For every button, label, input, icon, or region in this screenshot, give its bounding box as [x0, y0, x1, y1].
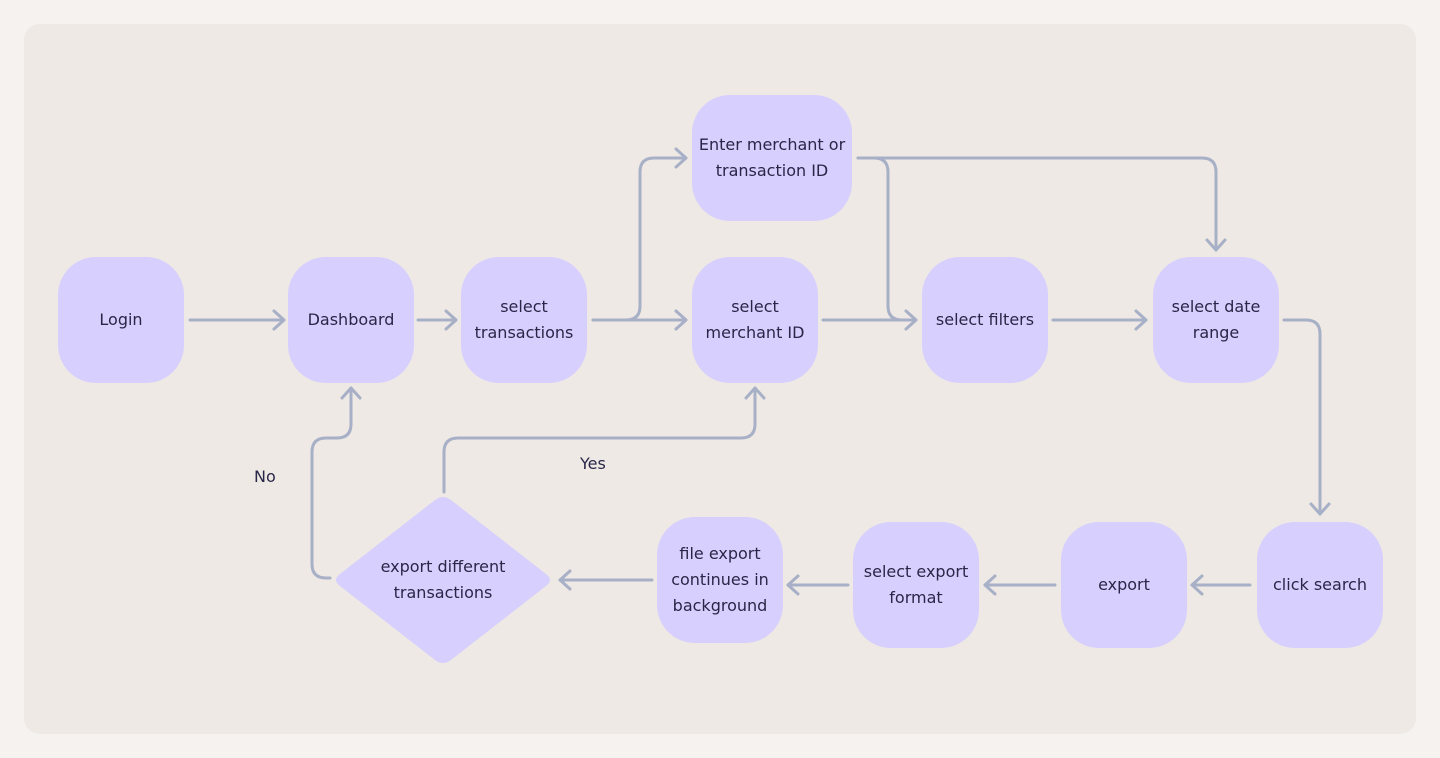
decision-diamond-shape: [336, 497, 550, 663]
node-select-merchant-id[interactable]: select merchant ID: [692, 257, 818, 383]
node-select-date-range[interactable]: select date range: [1153, 257, 1279, 383]
edge-label-yes: Yes: [580, 454, 606, 473]
edge-enterid-filters: [856, 156, 904, 322]
node-click-search[interactable]: click search: [1257, 522, 1383, 648]
edge-enterid-daterange: [856, 156, 1218, 252]
edge-decision-yes: [442, 386, 757, 494]
node-select-export-format[interactable]: select export format: [853, 522, 979, 648]
node-login[interactable]: Login: [58, 257, 184, 383]
edge-transactions-enterid: [591, 156, 688, 322]
edge-daterange-clicksearch: [1282, 318, 1322, 516]
node-dashboard[interactable]: Dashboard: [288, 257, 414, 383]
edge-decision-no: [310, 386, 353, 580]
node-enter-merchant-or-transaction-id[interactable]: Enter merchant or transaction ID: [692, 95, 852, 221]
edge-label-no: No: [254, 467, 276, 486]
decision-export-different[interactable]: export different transactions: [332, 496, 554, 664]
node-export[interactable]: export: [1061, 522, 1187, 648]
node-select-filters[interactable]: select filters: [922, 257, 1048, 383]
node-select-transactions[interactable]: select transactions: [461, 257, 587, 383]
decision-label: export different transactions: [380, 557, 506, 602]
node-file-export-background[interactable]: file export continues in background: [657, 517, 783, 643]
